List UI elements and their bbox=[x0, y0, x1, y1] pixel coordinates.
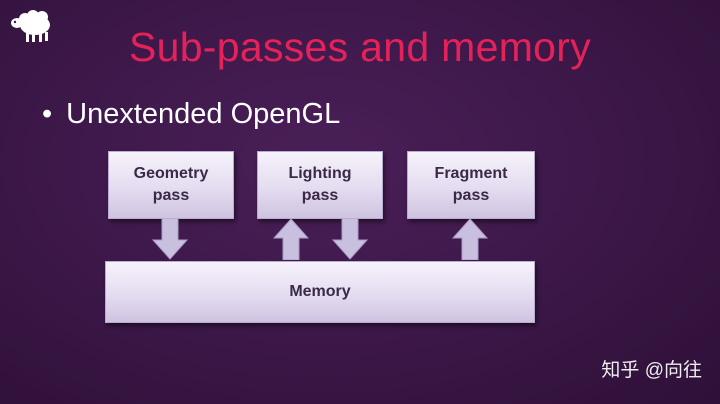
fragment-pass-box: Fragment pass bbox=[407, 151, 535, 219]
geometry-pass-box: Geometry pass bbox=[108, 151, 234, 219]
sheep-icon bbox=[11, 10, 50, 42]
lighting-down-arrow bbox=[332, 218, 368, 260]
bullet-item: • Unextended OpenGL bbox=[42, 98, 340, 131]
bullet-text: Unextended OpenGL bbox=[66, 98, 341, 130]
fragment-up-arrow bbox=[452, 218, 488, 260]
lighting-up-arrow bbox=[273, 218, 309, 260]
lighting-pass-box: Lighting pass bbox=[257, 151, 383, 219]
memory-box: Memory bbox=[105, 261, 535, 323]
geometry-down-arrow bbox=[152, 218, 188, 260]
watermark: 知乎 @向往 bbox=[601, 360, 702, 381]
slide-title: Sub-passes and memory bbox=[128, 24, 592, 70]
bullet-dot: • bbox=[42, 98, 53, 130]
